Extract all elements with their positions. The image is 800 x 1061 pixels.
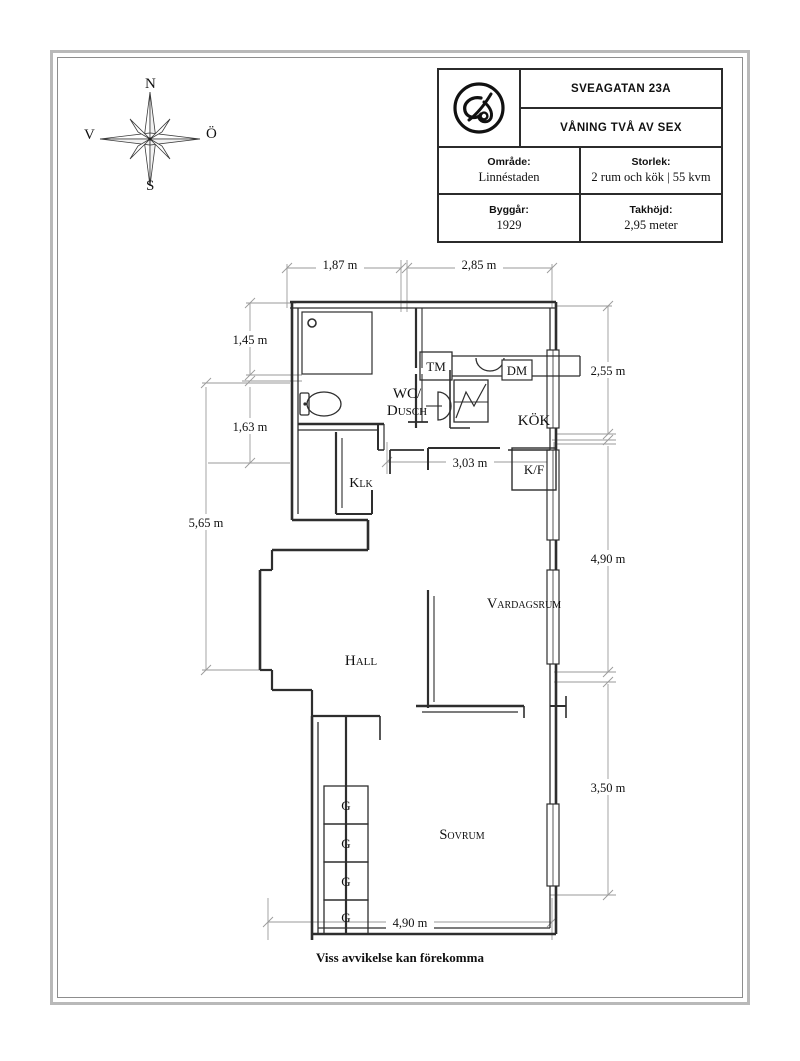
stove-icon <box>453 379 489 423</box>
dimension-left-mid: 1,63 m <box>233 420 268 434</box>
field-takhojd-label: Takhöjd: <box>629 203 673 216</box>
fridge-freezer-kf <box>511 447 557 491</box>
room-label-wc-line1: WC/ <box>393 386 422 402</box>
kitchen-sink-icon <box>475 357 505 372</box>
room-label-klk: Klk <box>349 476 373 491</box>
field-takhojd: Takhöjd: 2,95 meter <box>581 195 721 242</box>
dimension-interior-kitchen: 3,03 m <box>453 456 488 470</box>
sink-icon <box>426 391 452 421</box>
washing-machine-tm <box>419 351 453 381</box>
appliance-labels: TM DM K/F <box>426 359 544 477</box>
appliance-label-kf: K/F <box>524 462 544 477</box>
title-block-address: SVEAGATAN 23A <box>521 70 721 109</box>
title-block-floor: VÅNING TVÅ AV SEX <box>560 121 682 134</box>
wardrobe-label-4: G <box>341 910 350 925</box>
dimension-right-mid: 4,90 m <box>591 552 626 566</box>
field-takhojd-value: 2,95 meter <box>624 218 678 233</box>
logo-cell <box>439 70 521 146</box>
compass-north-label: N <box>145 76 156 92</box>
title-block: SVEAGATAN 23A VÅNING TVÅ AV SEX Område: … <box>437 68 723 243</box>
field-byggar-value: 1929 <box>496 218 522 233</box>
compass-south-label: S <box>146 178 155 194</box>
page-border-inner <box>57 57 743 998</box>
compass-east-label: Ö <box>206 126 217 142</box>
field-omrade: Område: Linnéstaden <box>439 148 581 193</box>
wardrobe-label-1: G <box>341 798 350 813</box>
field-omrade-label: Område: <box>487 155 531 168</box>
room-label-hall: Hall <box>345 653 377 669</box>
field-storlek-label: Storlek: <box>631 155 671 168</box>
shower-tray-icon <box>301 311 373 375</box>
appliance-label-tm: TM <box>426 359 446 374</box>
title-block-row-2: Byggår: 1929 Takhöjd: 2,95 meter <box>439 195 721 242</box>
wardrobe-label-2: G <box>341 836 350 851</box>
floor-drain-icon <box>307 318 317 328</box>
circular-monogram-logo-icon <box>453 82 505 134</box>
dimension-top-left: 1,87 m <box>323 258 358 272</box>
dimension-right-lower: 3,50 m <box>591 781 626 795</box>
room-label-kok: KÖK <box>518 412 551 429</box>
dishwasher-dm <box>501 359 533 381</box>
dimension-right-upper: 2,55 m <box>591 364 626 378</box>
room-label-sovrum: Sovrum <box>439 827 484 843</box>
bathroom-fixtures <box>299 311 452 421</box>
field-omrade-value: Linnéstaden <box>478 170 540 185</box>
windows <box>546 349 560 887</box>
dimension-bottom: 4,90 m <box>393 916 428 930</box>
interior-walls <box>298 308 567 934</box>
compass-west-label: V <box>84 127 95 143</box>
dimension-lines <box>202 260 616 940</box>
room-labels: WC/ Dusch KÖK Klk Hall Vardagsrum Sovrum <box>345 386 561 843</box>
title-block-row-1: Område: Linnéstaden Storlek: 2 rum och k… <box>439 148 721 195</box>
wardrobe-label-3: G <box>341 874 350 889</box>
field-byggar: Byggår: 1929 <box>439 195 581 242</box>
footer-note: Viss avvikelse kan förekomma <box>316 950 484 965</box>
dimension-left-lower: 5,65 m <box>189 516 224 530</box>
floor-plan-drawing: WC/ Dusch KÖK Klk Hall Vardagsrum Sovrum… <box>50 50 750 1005</box>
toilet-icon <box>299 391 342 417</box>
field-byggar-label: Byggår: <box>489 203 529 216</box>
appliance-label-dm: DM <box>507 364 527 378</box>
compass-rose: N S V Ö <box>84 76 217 200</box>
room-label-vardagsrum: Vardagsrum <box>487 596 561 612</box>
wardrobe-labels: G G G G <box>341 798 350 925</box>
dimension-left-upper: 1,45 m <box>233 333 268 347</box>
wardrobe-units <box>323 785 369 935</box>
dimension-top-right: 2,85 m <box>462 258 497 272</box>
field-storlek-value: 2 rum och kök | 55 kvm <box>591 170 711 185</box>
room-label-wc-line2: Dusch <box>387 403 427 419</box>
dimension-labels: 1,87 m 2,85 m 1,45 m 1,63 m 5,65 m 2,55 … <box>182 256 632 930</box>
field-storlek: Storlek: 2 rum och kök | 55 kvm <box>581 148 721 193</box>
